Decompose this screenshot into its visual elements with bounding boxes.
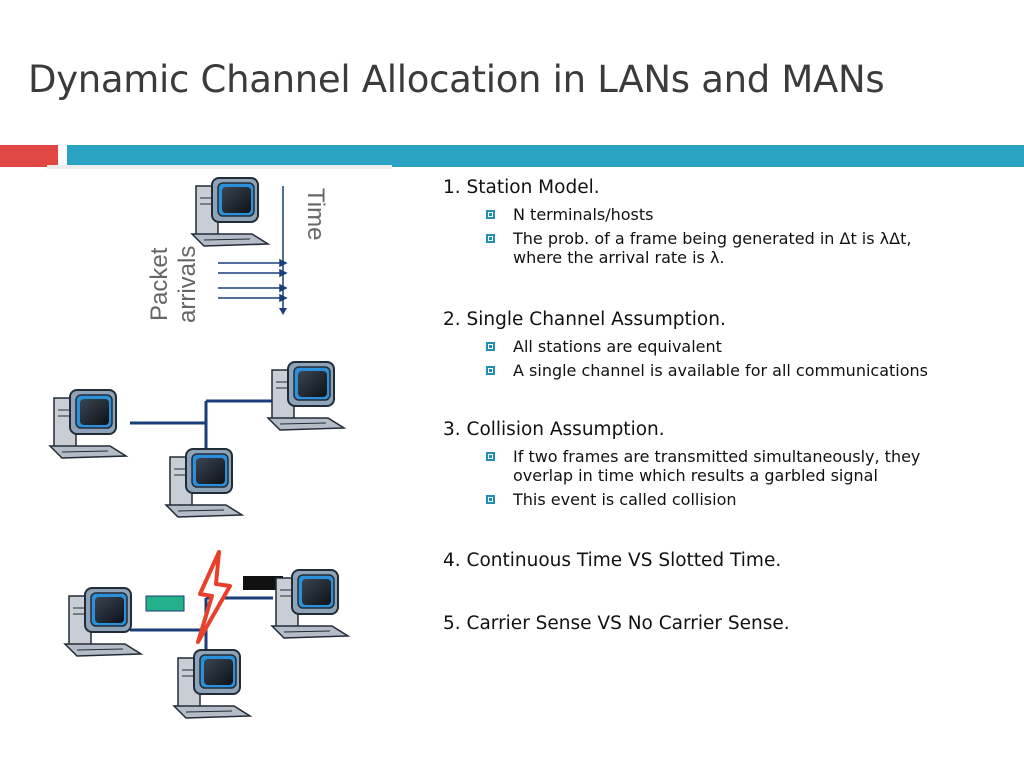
lightning-icon [196,550,232,644]
section-collision: 3. Collision Assumption. If two frames a… [443,418,1013,509]
section-title: 4. Continuous Time VS Slotted Time. [443,550,782,571]
station-collision-left [64,587,142,657]
square-bullet-icon [486,234,495,243]
list-item: N terminals/hosts [443,205,1013,224]
arrivals-label: arrivals [174,246,201,323]
station-collision-bottom [173,649,251,719]
station-left [49,389,127,459]
section-station-model: 1. Station Model. N terminals/hosts The … [443,176,1013,267]
list-item: All stations are equivalent [443,337,1013,356]
section-single-channel: 2. Single Channel Assumption. All statio… [443,308,1013,380]
slide-title: Dynamic Channel Allocation in LANs and M… [28,58,885,101]
square-bullet-icon [486,366,495,375]
square-bullet-icon [486,210,495,219]
network-figure: Time Packet arrivals [49,177,349,719]
accent-bar-teal [67,145,1024,167]
station-bottom [165,448,243,518]
packet-arrival-arrows [218,258,288,303]
section-title: 2. Single Channel Assumption. [443,309,726,330]
station-collision-right [271,569,349,639]
square-bullet-icon [486,452,495,461]
list-item: This event is called collision [443,490,1013,509]
square-bullet-icon [486,495,495,504]
section-carrier-sense: 5. Carrier Sense VS No Carrier Sense. [443,612,1013,636]
list-item: If two frames are transmitted simultaneo… [443,447,1013,485]
section-title: 1. Station Model. [443,177,600,198]
frame-black [243,576,283,590]
section-title: 3. Collision Assumption. [443,419,665,440]
station-right [267,361,345,431]
square-bullet-icon [486,342,495,351]
section-time-model: 4. Continuous Time VS Slotted Time. [443,549,1013,573]
section-title: 5. Carrier Sense VS No Carrier Sense. [443,613,790,634]
accent-bar-gray [47,165,392,169]
list-item: A single channel is available for all co… [443,361,1013,380]
timeline-computer [191,177,269,247]
list-item: The prob. of a frame being generated in … [443,229,1013,267]
frame-green [145,595,185,612]
packet-label: Packet [146,247,173,321]
accent-bar-red [0,145,58,167]
time-label: Time [302,188,329,240]
slide-content: 1. Station Model. N terminals/hosts The … [443,176,1013,636]
